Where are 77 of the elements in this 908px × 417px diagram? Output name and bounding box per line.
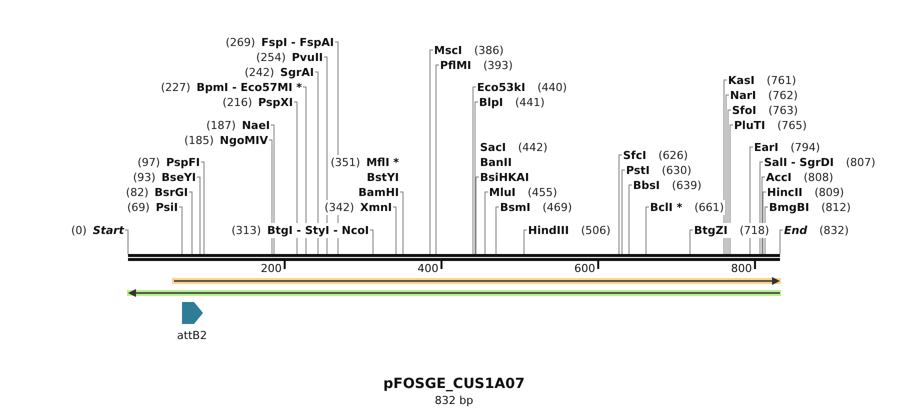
cut-site-label: (269) FspI - FspAI	[224, 34, 335, 50]
cut-site-label: Eco53kI (440)	[476, 80, 568, 94]
leader-line	[646, 206, 650, 254]
cut-site-label: (69) PsiI	[126, 200, 179, 214]
leader-line	[436, 64, 440, 254]
leader-line	[294, 102, 298, 254]
leader-line	[618, 154, 622, 254]
cut-site-label: SfoI (763)	[731, 102, 799, 118]
leader-line	[524, 230, 528, 254]
cut-site-label: (242) SgrAI	[244, 64, 315, 80]
leader-line	[474, 102, 478, 254]
leader-line	[268, 140, 272, 254]
leader-line	[188, 192, 192, 254]
cut-site-label: BbsI (639)	[632, 178, 702, 192]
feature-label: attB2	[177, 329, 207, 343]
leader-line	[472, 86, 476, 254]
axis-tick-label: 800	[731, 262, 752, 275]
axis-tick-label: 600	[574, 262, 596, 275]
leader-line	[196, 176, 200, 254]
sequence-backbone	[128, 254, 780, 261]
leader-line	[400, 192, 404, 254]
leader-line	[476, 176, 480, 254]
cut-site-label: BsmI (469)	[499, 200, 574, 214]
cut-site-label: BlpI (441)	[478, 94, 546, 110]
cut-site-label: HindIII (506)	[527, 222, 612, 238]
leader-line	[484, 192, 488, 254]
cut-site-label: (185) NgoMIV	[183, 132, 269, 148]
cut-site-label: SalI - SgrDI (807)	[763, 154, 876, 170]
cut-site-label: (93) BseYI	[132, 170, 197, 184]
cut-site-label: SacI (442) BanII BsiHKAI	[479, 140, 549, 184]
cut-site-label: (254) PvuII	[255, 50, 324, 64]
cut-site-label: PflMI (393)	[439, 58, 514, 72]
leader-line	[730, 124, 734, 254]
title: pFOSGE_CUS1A07	[383, 376, 525, 392]
leader-line	[270, 124, 274, 254]
cut-site-label: (313) BtgI - StyI - NcoI	[230, 222, 370, 238]
leader-line	[200, 162, 204, 254]
cut-site-label: EarI (794)	[753, 140, 822, 154]
cut-site-label: (82) BsrGI	[124, 184, 189, 200]
cut-site-label: NarI (762)	[729, 88, 799, 102]
leader-line	[726, 94, 730, 254]
cut-site-label: MluI (455)	[488, 184, 558, 200]
caption: 832 bp	[434, 394, 474, 407]
leader-line	[430, 50, 434, 254]
cut-site-label: (351) MflI * BstYI BamHI	[330, 154, 400, 200]
axis-tick-label: 200	[260, 262, 282, 275]
leader-line	[780, 230, 784, 254]
cut-site-label: AccI (808)	[765, 170, 834, 184]
leader-line	[724, 80, 728, 254]
cut-site-label: (0) Start	[70, 222, 125, 238]
leader-line	[302, 86, 306, 254]
cut-site-label: End (832)	[783, 222, 850, 238]
axis-tick-label: 400	[418, 262, 438, 275]
cut-site-label: PluTI (765)	[733, 118, 808, 132]
cut-site-label: SfcI (626)	[622, 148, 689, 162]
leader-line	[628, 184, 632, 254]
cut-site-label: (216) PspXI	[222, 94, 294, 110]
cut-site-label: PstI (630)	[625, 162, 692, 178]
leader-line	[496, 206, 500, 254]
cut-site-label: KasI (761)	[727, 72, 798, 88]
cut-site-label: HincII (809)	[766, 184, 846, 200]
cut-site-label: BclI * (661)	[649, 200, 725, 214]
leader-line	[314, 72, 318, 254]
cut-site-label: (342) XmnI	[324, 200, 393, 214]
cut-site-label: MscI (386)	[433, 42, 505, 58]
cut-site-label: (227) BpmI - Eco57MI *	[160, 80, 303, 94]
cut-site-label: (187) NaeI	[205, 118, 271, 132]
cut-site-label: BtgZI (718)	[693, 222, 770, 238]
cut-site-label: BmgBI (812)	[768, 200, 852, 214]
leader-line	[690, 230, 694, 254]
leader-line	[728, 110, 732, 254]
leader-line	[622, 170, 626, 254]
leader-line	[392, 206, 396, 254]
leader-line	[370, 230, 374, 254]
leader-line	[124, 230, 128, 254]
cut-site-label: (97) PspFI	[136, 154, 201, 170]
leader-line	[178, 206, 182, 254]
